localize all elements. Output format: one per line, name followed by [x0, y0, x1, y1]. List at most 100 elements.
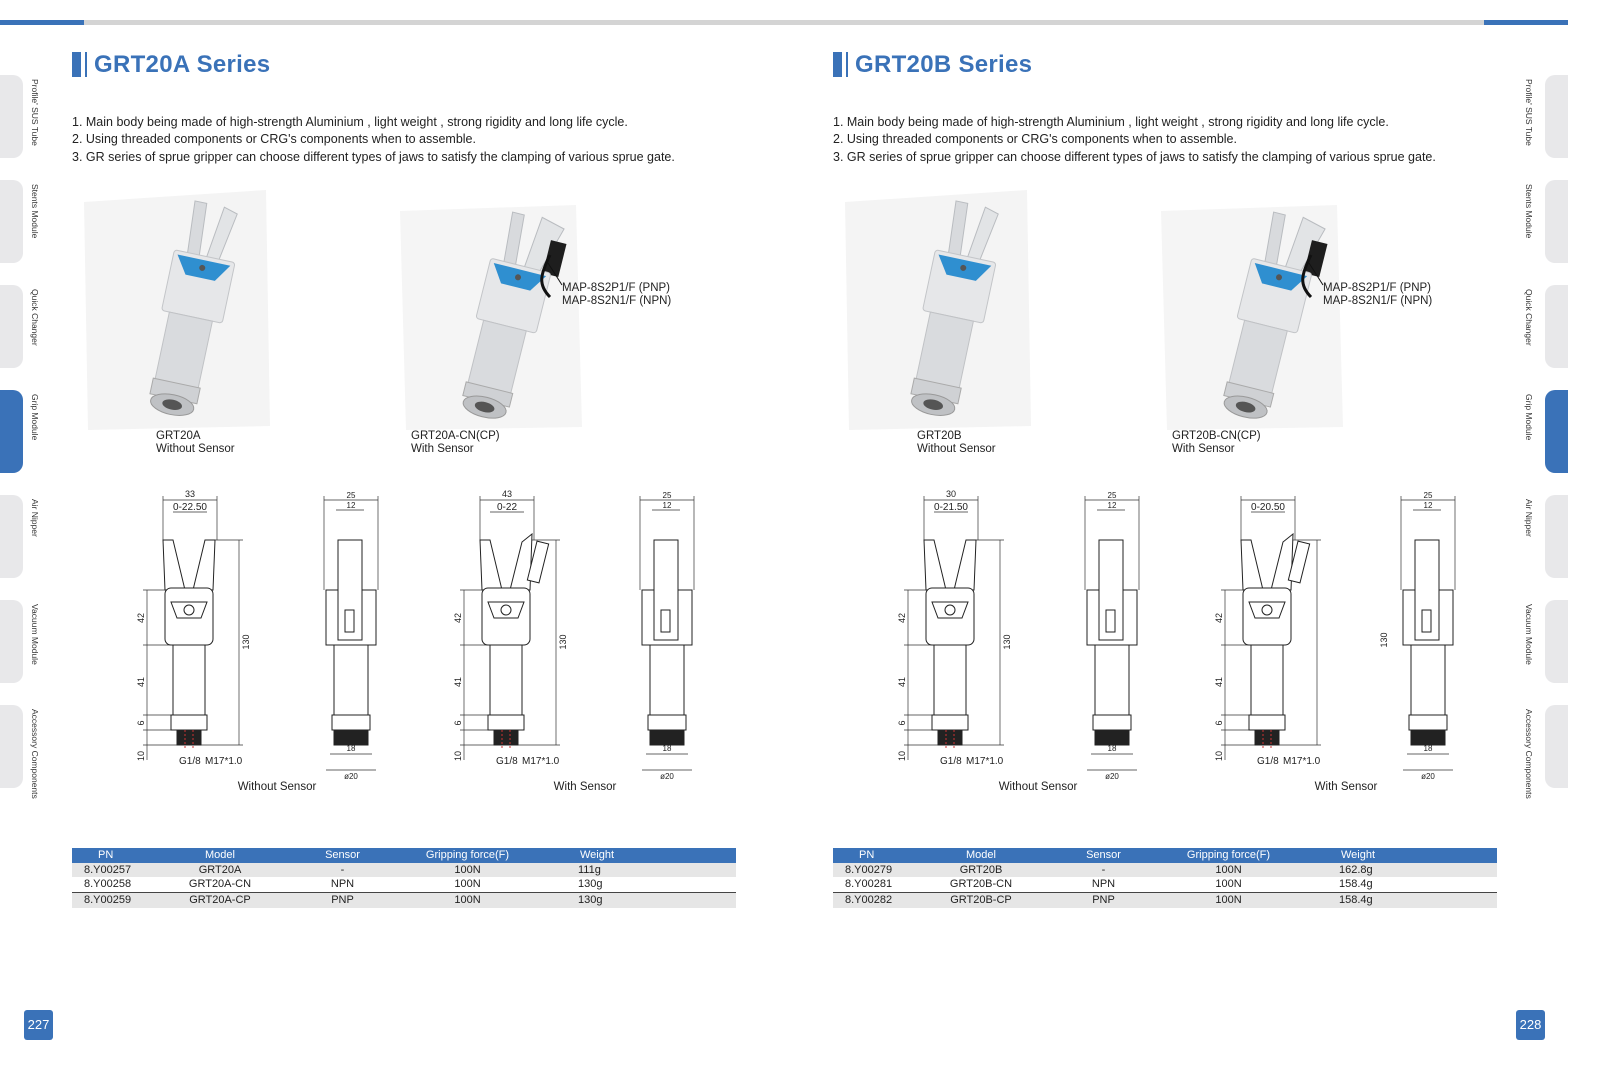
side-tab[interactable] — [1545, 600, 1568, 683]
cell-model: GRT20B-CN — [949, 878, 1013, 891]
dimension-label: 6 — [1214, 720, 1224, 725]
product-photo-without-sensor — [845, 190, 1031, 430]
sensor-pnp: MAP-8S2P1/F (PNP) — [562, 282, 670, 294]
catalog-page: GRT20A Series 1. Main body being made of… — [0, 0, 780, 1085]
dimension-label: ø20 — [1105, 772, 1119, 781]
page-number: 228 — [1516, 1010, 1545, 1040]
feature-item: 1. Main body being made of high-strength… — [72, 115, 628, 129]
dimension-label: 6 — [136, 720, 146, 725]
dimension-label: 25 — [1424, 491, 1433, 500]
dimension-label: 6 — [453, 720, 463, 725]
side-tab-label: Stents Module — [30, 184, 40, 239]
spec-table: PN Model Sensor Gripping force(F) Weight… — [72, 848, 736, 908]
title-marker — [833, 52, 842, 77]
side-tab[interactable] — [0, 390, 23, 473]
cell-pn: 8.Y00282 — [845, 894, 893, 907]
side-tab[interactable] — [0, 285, 23, 368]
dimension-label: 18 — [1424, 744, 1433, 753]
cell-force: 100N — [454, 894, 481, 907]
top-accent-right — [1484, 20, 1568, 25]
side-tab[interactable] — [1545, 180, 1568, 263]
cell-model: GRT20A-CN — [188, 878, 252, 891]
side-tab-label: Grip Module — [1524, 394, 1534, 441]
product-photo-with-sensor — [1161, 205, 1343, 430]
dimension-label: ø20 — [660, 772, 674, 781]
side-tab-label: Stents Module — [1524, 184, 1534, 239]
front-view-drawing-with-sensor: 43 0-22 42 41 6 10 130 G1/8 M17*1.0 — [453, 489, 568, 767]
cell-sensor: NPN — [1091, 878, 1116, 891]
side-tab-label: Grip Module — [30, 394, 40, 441]
photo-caption: GRT20B-CN(CP) With Sensor — [1172, 430, 1261, 456]
col-force: Gripping force(F) — [1186, 849, 1271, 861]
photo-model: GRT20A-CN(CP) — [411, 430, 500, 442]
cell-sensor: - — [1101, 863, 1106, 876]
photo-model: GRT20B-CN(CP) — [1172, 430, 1261, 442]
side-tab[interactable] — [1545, 75, 1568, 158]
side-tab[interactable] — [0, 495, 23, 578]
dimension-label: 43 — [502, 489, 512, 499]
cell-force: 100N — [1215, 878, 1242, 891]
side-tab[interactable] — [0, 600, 23, 683]
side-view-drawing-with-sensor: 25 12 18 ø20 — [639, 491, 695, 781]
dimension-label: M17*1.0 — [966, 756, 1004, 767]
front-view-drawing-without-sensor: 30 0-21.50 42 41 6 10 130 G1/8 M17*1.0 — [897, 489, 1012, 767]
table-header: PN Model Sensor Gripping force(F) Weight — [72, 848, 736, 863]
side-view-drawing-without-sensor: 25 12 18 ø20 — [323, 491, 379, 781]
cell-model: GRT20B — [959, 863, 1003, 876]
table-row: 8.Y00257 GRT20A - 100N 111g — [72, 862, 736, 878]
col-pn: PN — [98, 849, 114, 861]
dimension-label: 10 — [136, 751, 146, 761]
cell-weight: 130g — [578, 894, 603, 907]
cell-pn: 8.Y00279 — [845, 863, 893, 876]
table-row: 8.Y00258 GRT20A-CN NPN 100N 130g — [72, 877, 736, 892]
feature-item: 3. GR series of sprue gripper can choose… — [72, 149, 675, 164]
photo-desc: Without Sensor — [156, 443, 235, 455]
dimension-label: 130 — [241, 634, 251, 649]
cell-force: 100N — [454, 878, 481, 891]
sensor-model-label: MAP-8S2P1/F (PNP) MAP-8S2N1/F (NPN) — [1323, 282, 1432, 308]
side-tab[interactable] — [0, 180, 23, 263]
side-view-drawing-with-sensor: 25 12 18 ø20 130 — [1379, 491, 1456, 781]
feature-item: 3. GR series of sprue gripper can choose… — [833, 149, 1436, 164]
cell-force: 100N — [1215, 863, 1242, 876]
cell-weight: 162.8g — [1339, 863, 1373, 876]
cell-sensor: - — [340, 863, 345, 876]
side-tab-label: Vacuum Module — [1524, 604, 1534, 665]
cell-model: GRT20A-CP — [189, 894, 251, 907]
cell-sensor: PNP — [1092, 894, 1115, 907]
side-tab[interactable] — [1545, 705, 1568, 788]
side-tab[interactable] — [0, 705, 23, 788]
dimension-label: 41 — [1214, 677, 1224, 687]
col-model: Model — [205, 849, 235, 861]
photo-model: GRT20A — [156, 430, 201, 442]
table-header: PN Model Sensor Gripping force(F) Weight — [833, 848, 1497, 863]
feature-item: 2. Using threaded components or CRG's co… — [72, 132, 476, 147]
photo-caption: GRT20A-CN(CP) With Sensor — [411, 430, 500, 456]
side-tab[interactable] — [0, 75, 23, 158]
catalog-page: GRT20B Series 1. Main body being made of… — [761, 0, 1545, 1085]
top-accent-left — [0, 20, 84, 25]
dimension-label: 25 — [347, 491, 356, 500]
side-tab-label: Quick Changer — [30, 289, 40, 346]
dimension-label: 18 — [1108, 744, 1117, 753]
product-photo-without-sensor — [84, 190, 270, 430]
sensor-npn: MAP-8S2N1/F (NPN) — [562, 295, 672, 307]
side-tab-label: Profile' SUS Tube — [1524, 79, 1534, 146]
dimension-label: 33 — [185, 489, 195, 499]
dimension-label: M17*1.0 — [205, 756, 243, 767]
cell-pn: 8.Y00258 — [84, 878, 132, 891]
photo-desc: With Sensor — [411, 443, 474, 455]
front-view-drawing-without-sensor: 33 0-22.50 42 41 6 10 130 G1/8 M17*1.0 — [136, 489, 251, 767]
side-tab[interactable] — [1545, 390, 1568, 473]
dimension-label: 12 — [347, 501, 356, 510]
dimension-label: 0-20.50 — [1251, 502, 1285, 513]
feature-item: 2. Using threaded components or CRG's co… — [833, 132, 1237, 147]
feature-list: 1. Main body being made of high-strength… — [833, 114, 1436, 166]
dimension-label: ø20 — [344, 772, 358, 781]
col-weight: Weight — [1341, 849, 1376, 861]
side-tab[interactable] — [1545, 495, 1568, 578]
side-tab[interactable] — [1545, 285, 1568, 368]
side-tab-label: Air Nipper — [30, 499, 40, 537]
cell-model: GRT20B-CP — [950, 894, 1012, 907]
product-photo-with-sensor — [400, 205, 582, 430]
